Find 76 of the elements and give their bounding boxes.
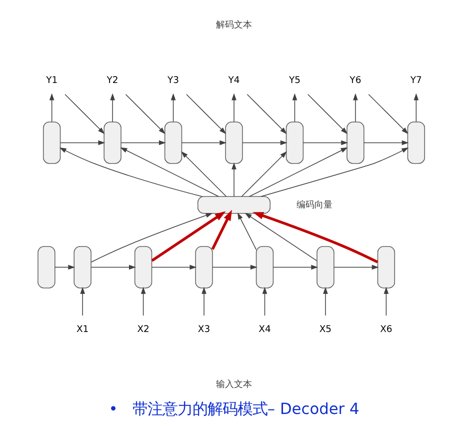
node-text: X5 <box>318 324 332 335</box>
caption: • 带注意力的解码模式– Decoder 4 <box>108 400 359 418</box>
label: 解码文本 <box>216 19 252 30</box>
arrow <box>180 140 226 146</box>
node-text: Y5 <box>288 74 300 86</box>
node-box <box>197 196 270 214</box>
arrow <box>236 212 256 250</box>
node-label: 编码向量 <box>296 199 332 210</box>
node-box <box>316 246 334 288</box>
node-box <box>134 246 152 288</box>
node-text: X4 <box>258 324 270 335</box>
arrow <box>54 264 75 270</box>
arrow <box>150 264 196 270</box>
arrow <box>170 93 176 122</box>
node-box <box>376 246 395 288</box>
arrow <box>302 140 348 146</box>
arrow <box>240 151 286 197</box>
arrow <box>252 212 378 264</box>
node-text: Y6 <box>349 74 361 86</box>
node-box <box>37 246 55 288</box>
node-box <box>346 122 364 164</box>
arrow <box>124 94 165 134</box>
arrow <box>210 210 232 250</box>
arrow <box>120 147 218 197</box>
arrow <box>120 140 166 146</box>
arrow <box>322 286 328 316</box>
arrow <box>90 264 136 270</box>
arrow <box>307 94 348 134</box>
arrow <box>201 286 206 316</box>
arrow <box>180 151 226 197</box>
label: 输入文本 <box>216 379 252 390</box>
arrow <box>64 94 104 134</box>
arrow <box>231 93 236 122</box>
node-box <box>164 122 182 164</box>
arrow <box>352 93 358 122</box>
arrow <box>110 93 114 122</box>
arrow <box>383 286 388 316</box>
arrow <box>272 264 318 270</box>
node-text: Y4 <box>228 74 240 86</box>
node-text: Y7 <box>410 74 422 86</box>
arrow <box>150 211 226 262</box>
arrow <box>231 162 236 197</box>
node-text: X2 <box>136 324 149 335</box>
node-text: X3 <box>197 324 210 335</box>
arrow <box>48 93 54 122</box>
node-box <box>42 122 60 164</box>
node-box <box>73 246 91 288</box>
arrow <box>244 212 317 262</box>
arrow <box>363 140 408 146</box>
node-box <box>103 122 121 164</box>
node-box <box>285 122 304 164</box>
node-box <box>224 122 242 164</box>
arrow <box>262 286 267 316</box>
arrow <box>246 94 286 134</box>
node-box <box>255 246 274 288</box>
arrow <box>80 286 84 316</box>
node-box <box>194 246 212 288</box>
arrow <box>58 148 202 197</box>
node-text: Y3 <box>167 74 179 86</box>
arrow <box>140 286 146 316</box>
arrow <box>333 264 378 270</box>
arrow <box>242 140 287 146</box>
arrow <box>212 264 257 270</box>
arrow <box>90 213 212 262</box>
node-text: Y1 <box>46 74 58 86</box>
arrow <box>59 140 105 146</box>
node-box <box>406 122 424 164</box>
arrow <box>413 93 418 122</box>
arrow <box>260 148 408 197</box>
node-text: Y2 <box>106 74 118 86</box>
arrow <box>292 93 297 122</box>
node-text: X6 <box>380 324 392 335</box>
arrow <box>186 94 226 134</box>
node-text: X1 <box>76 324 88 335</box>
arrow <box>368 94 408 134</box>
arrow <box>248 147 348 197</box>
